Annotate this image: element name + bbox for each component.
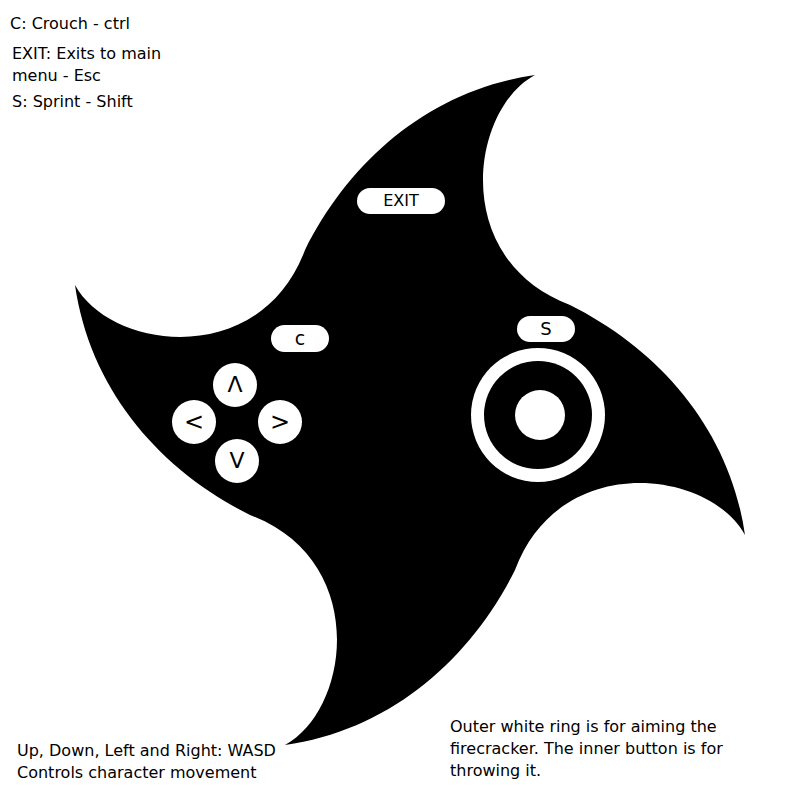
button-label: > (270, 409, 290, 435)
button-label: EXIT (383, 192, 419, 210)
joystick-well (484, 361, 592, 469)
crouch-button: c (271, 325, 329, 352)
shuriken-body (75, 75, 745, 745)
left-button: < (172, 400, 216, 444)
exit-button: EXIT (357, 188, 445, 214)
sprint-button: S (517, 316, 575, 342)
note-text: Outer white ring is for aiming the firec… (450, 716, 772, 782)
button-pill (357, 188, 445, 214)
note-text: Up, Down, Left and Right: WASD Controls … (17, 740, 327, 784)
joystick-button (515, 390, 565, 440)
down-button: V (215, 439, 259, 483)
button-label: S (540, 319, 551, 339)
note-text: EXIT: Exits to main menu - Esc (12, 43, 197, 87)
joystick-ring (471, 348, 605, 482)
button-circle (215, 439, 259, 483)
button-circle (172, 400, 216, 444)
up-button: Λ (213, 363, 257, 407)
button-circle (213, 363, 257, 407)
button-pill (271, 325, 329, 352)
button-label: V (229, 449, 244, 473)
button-label: Λ (227, 373, 242, 397)
button-pill (517, 316, 575, 342)
button-label: c (295, 328, 305, 349)
note-text: S: Sprint - Shift (12, 91, 212, 113)
button-label: < (184, 409, 204, 435)
note-text: C: Crouch - ctrl (10, 13, 210, 35)
button-circle (258, 400, 302, 444)
right-button: > (258, 400, 302, 444)
